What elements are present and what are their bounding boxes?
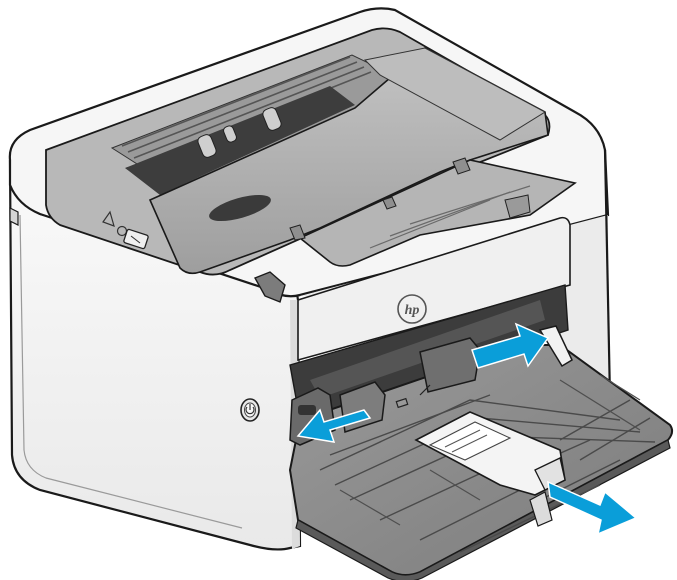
cancel-icon (130, 235, 141, 244)
control-panel (102, 210, 149, 250)
output-rollers (197, 107, 282, 158)
cancel-button[interactable] (123, 228, 149, 250)
power-icon (245, 404, 255, 415)
right-paper-guide[interactable] (419, 325, 573, 393)
paper-length-guide[interactable] (414, 411, 566, 527)
hp-logo-text: hp (405, 303, 420, 318)
hp-logo: hp (397, 294, 427, 324)
arrow-left-icon (296, 408, 372, 443)
output-bin[interactable] (45, 27, 577, 303)
power-button[interactable] (240, 398, 260, 422)
arrow-right-icon (471, 322, 550, 369)
attention-icon (102, 210, 115, 227)
arrow-pull-icon (547, 480, 638, 536)
